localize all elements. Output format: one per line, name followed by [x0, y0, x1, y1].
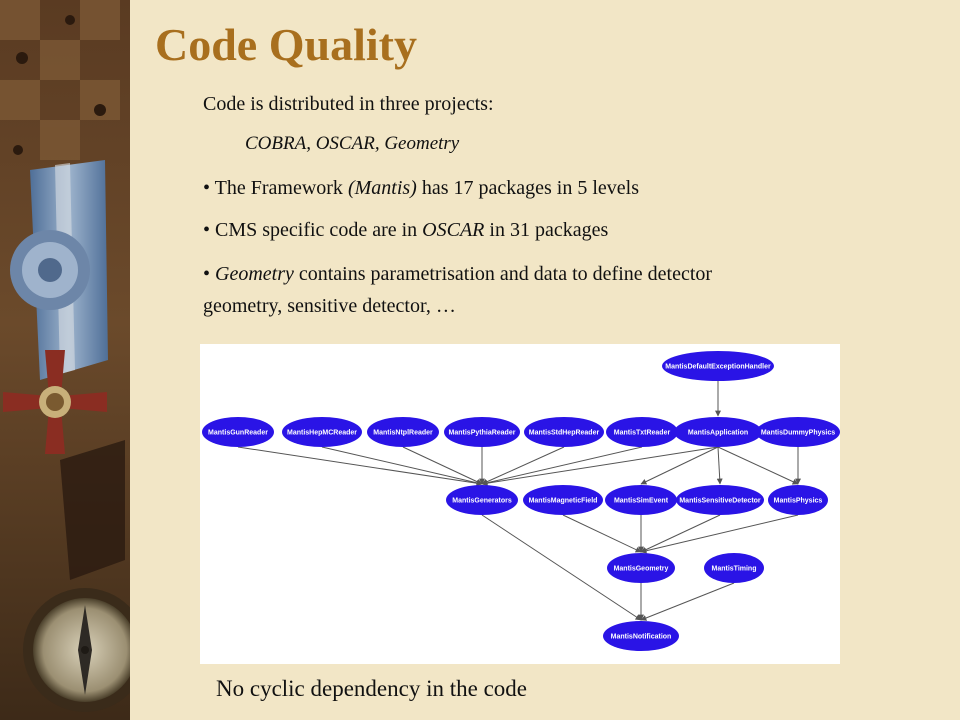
node-ntpl: MantisNtplReader — [367, 417, 439, 447]
node-label-timing: MantisTiming — [712, 566, 757, 573]
node-ellipse-sens — [676, 485, 764, 515]
node-ellipse-app — [674, 417, 762, 447]
edge-phys-to-geom — [640, 514, 799, 554]
node-stdhep: MantisStdHepReader — [524, 417, 604, 447]
node-label-stdhep: MantisStdHepReader — [529, 430, 600, 437]
slide-title: Code Quality — [155, 19, 417, 70]
bullet-geometry-em: Geometry — [215, 263, 294, 285]
edge-app-to-sim — [640, 446, 719, 485]
edge-ntpl-to-gen — [402, 446, 483, 485]
node-ellipse-stdhep — [524, 417, 604, 447]
node-label-phys: MantisPhysics — [774, 498, 823, 505]
bullet-geometry-pre: • — [203, 263, 216, 285]
edge-stdhep-to-gen — [481, 446, 565, 485]
bullet-framework-post: has 17 packages in 5 levels — [416, 177, 639, 199]
node-ellipse-phys — [768, 485, 828, 515]
node-label-ntpl: MantisNtplReader — [373, 430, 433, 437]
intro-text: Code is distributed in three projects: — [203, 93, 494, 115]
node-txt: MantisTxtReader — [606, 417, 678, 447]
bullet-oscar-post: in 31 packages — [484, 219, 609, 241]
diagram-caption: No cyclic dependency in the code — [216, 676, 528, 701]
edge-gun-to-gen — [237, 446, 483, 487]
bullet-framework-em: (Mantis) — [347, 177, 417, 199]
node-label-geom: MantisGeometry — [614, 566, 669, 573]
edge-txt-to-gen — [481, 446, 643, 486]
edge-timing-to-notif — [640, 582, 735, 621]
edge-mag-to-geom — [562, 514, 642, 553]
bullet-oscar-em: OSCAR — [422, 219, 485, 241]
bullet-geometry: • Geometry contains parametrisation and … — [203, 262, 712, 286]
node-ellipse-timing — [704, 553, 764, 583]
node-ellipse-geom — [607, 553, 675, 583]
node-label-mag: MantisMagneticField — [529, 498, 598, 505]
node-dummy: MantisDummyPhysics — [756, 417, 840, 447]
bullet-oscar: • CMS specific code are in OSCAR in 31 p… — [203, 218, 608, 242]
node-ellipse-txt — [606, 417, 678, 447]
node-hepmc: MantisHepMCReader — [282, 417, 362, 447]
nodes-layer: MantisDefaultExceptionHandlerMantisGunRe… — [202, 351, 840, 651]
node-label-exc: MantisDefaultExceptionHandler — [665, 364, 771, 371]
node-ellipse-gun — [202, 417, 274, 447]
node-ellipse-hepmc — [282, 417, 362, 447]
dependency-graph-svg: MantisDefaultExceptionHandlerMantisGunRe… — [202, 351, 840, 651]
bullet-framework-pre: • The Framework — [203, 177, 348, 199]
node-timing: MantisTiming — [704, 553, 764, 583]
node-ellipse-pythia — [444, 417, 520, 447]
bullet-geometry-post: contains parametrisation and data to def… — [293, 263, 713, 285]
decorative-sidebar-image — [0, 0, 130, 720]
node-label-dummy: MantisDummyPhysics — [761, 430, 835, 437]
node-mag: MantisMagneticField — [523, 485, 603, 515]
node-notif: MantisNotification — [603, 621, 679, 651]
node-ellipse-ntpl — [367, 417, 439, 447]
node-ellipse-gen — [446, 485, 518, 515]
node-label-sim: MantisSimEvent — [614, 498, 669, 505]
node-label-app: MantisApplication — [688, 430, 748, 437]
edge-app-to-sens — [716, 446, 723, 485]
node-label-gun: MantisGunReader — [208, 430, 268, 437]
node-sim: MantisSimEvent — [605, 485, 677, 515]
node-app: MantisApplication — [674, 417, 762, 447]
node-ellipse-mag — [523, 485, 603, 515]
bullet-geometry-line2: geometry, sensitive detector, … — [203, 295, 456, 317]
bullet-oscar-pre: • CMS specific code are in — [203, 219, 423, 241]
edge-hepmc-to-gen — [321, 446, 483, 486]
node-ellipse-exc — [662, 351, 774, 381]
node-label-txt: MantisTxtReader — [614, 430, 671, 437]
node-ellipse-sim — [605, 485, 677, 515]
node-gun: MantisGunReader — [202, 417, 274, 447]
node-label-hepmc: MantisHepMCReader — [287, 430, 357, 437]
edge-gen-to-notif — [481, 514, 642, 621]
node-pythia: MantisPythiaReader — [444, 417, 520, 447]
edge-app-to-gen — [481, 446, 719, 487]
projects-list: COBRA, OSCAR, Geometry — [245, 133, 460, 154]
node-geom: MantisGeometry — [607, 553, 675, 583]
node-phys: MantisPhysics — [768, 485, 828, 515]
node-gen: MantisGenerators — [446, 485, 518, 515]
edges-layer — [237, 381, 801, 621]
bullet-framework: • The Framework (Mantis) has 17 packages… — [203, 176, 639, 200]
edge-sens-to-geom — [640, 514, 721, 553]
node-ellipse-notif — [603, 621, 679, 651]
node-sens: MantisSensitiveDetector — [676, 485, 764, 515]
node-label-sens: MantisSensitiveDetector — [679, 498, 761, 505]
node-label-pythia: MantisPythiaReader — [449, 430, 516, 437]
edge-app-to-phys — [717, 446, 799, 485]
node-label-notif: MantisNotification — [611, 634, 672, 641]
node-ellipse-dummy — [756, 417, 840, 447]
node-exc: MantisDefaultExceptionHandler — [662, 351, 774, 381]
node-label-gen: MantisGenerators — [452, 498, 512, 505]
